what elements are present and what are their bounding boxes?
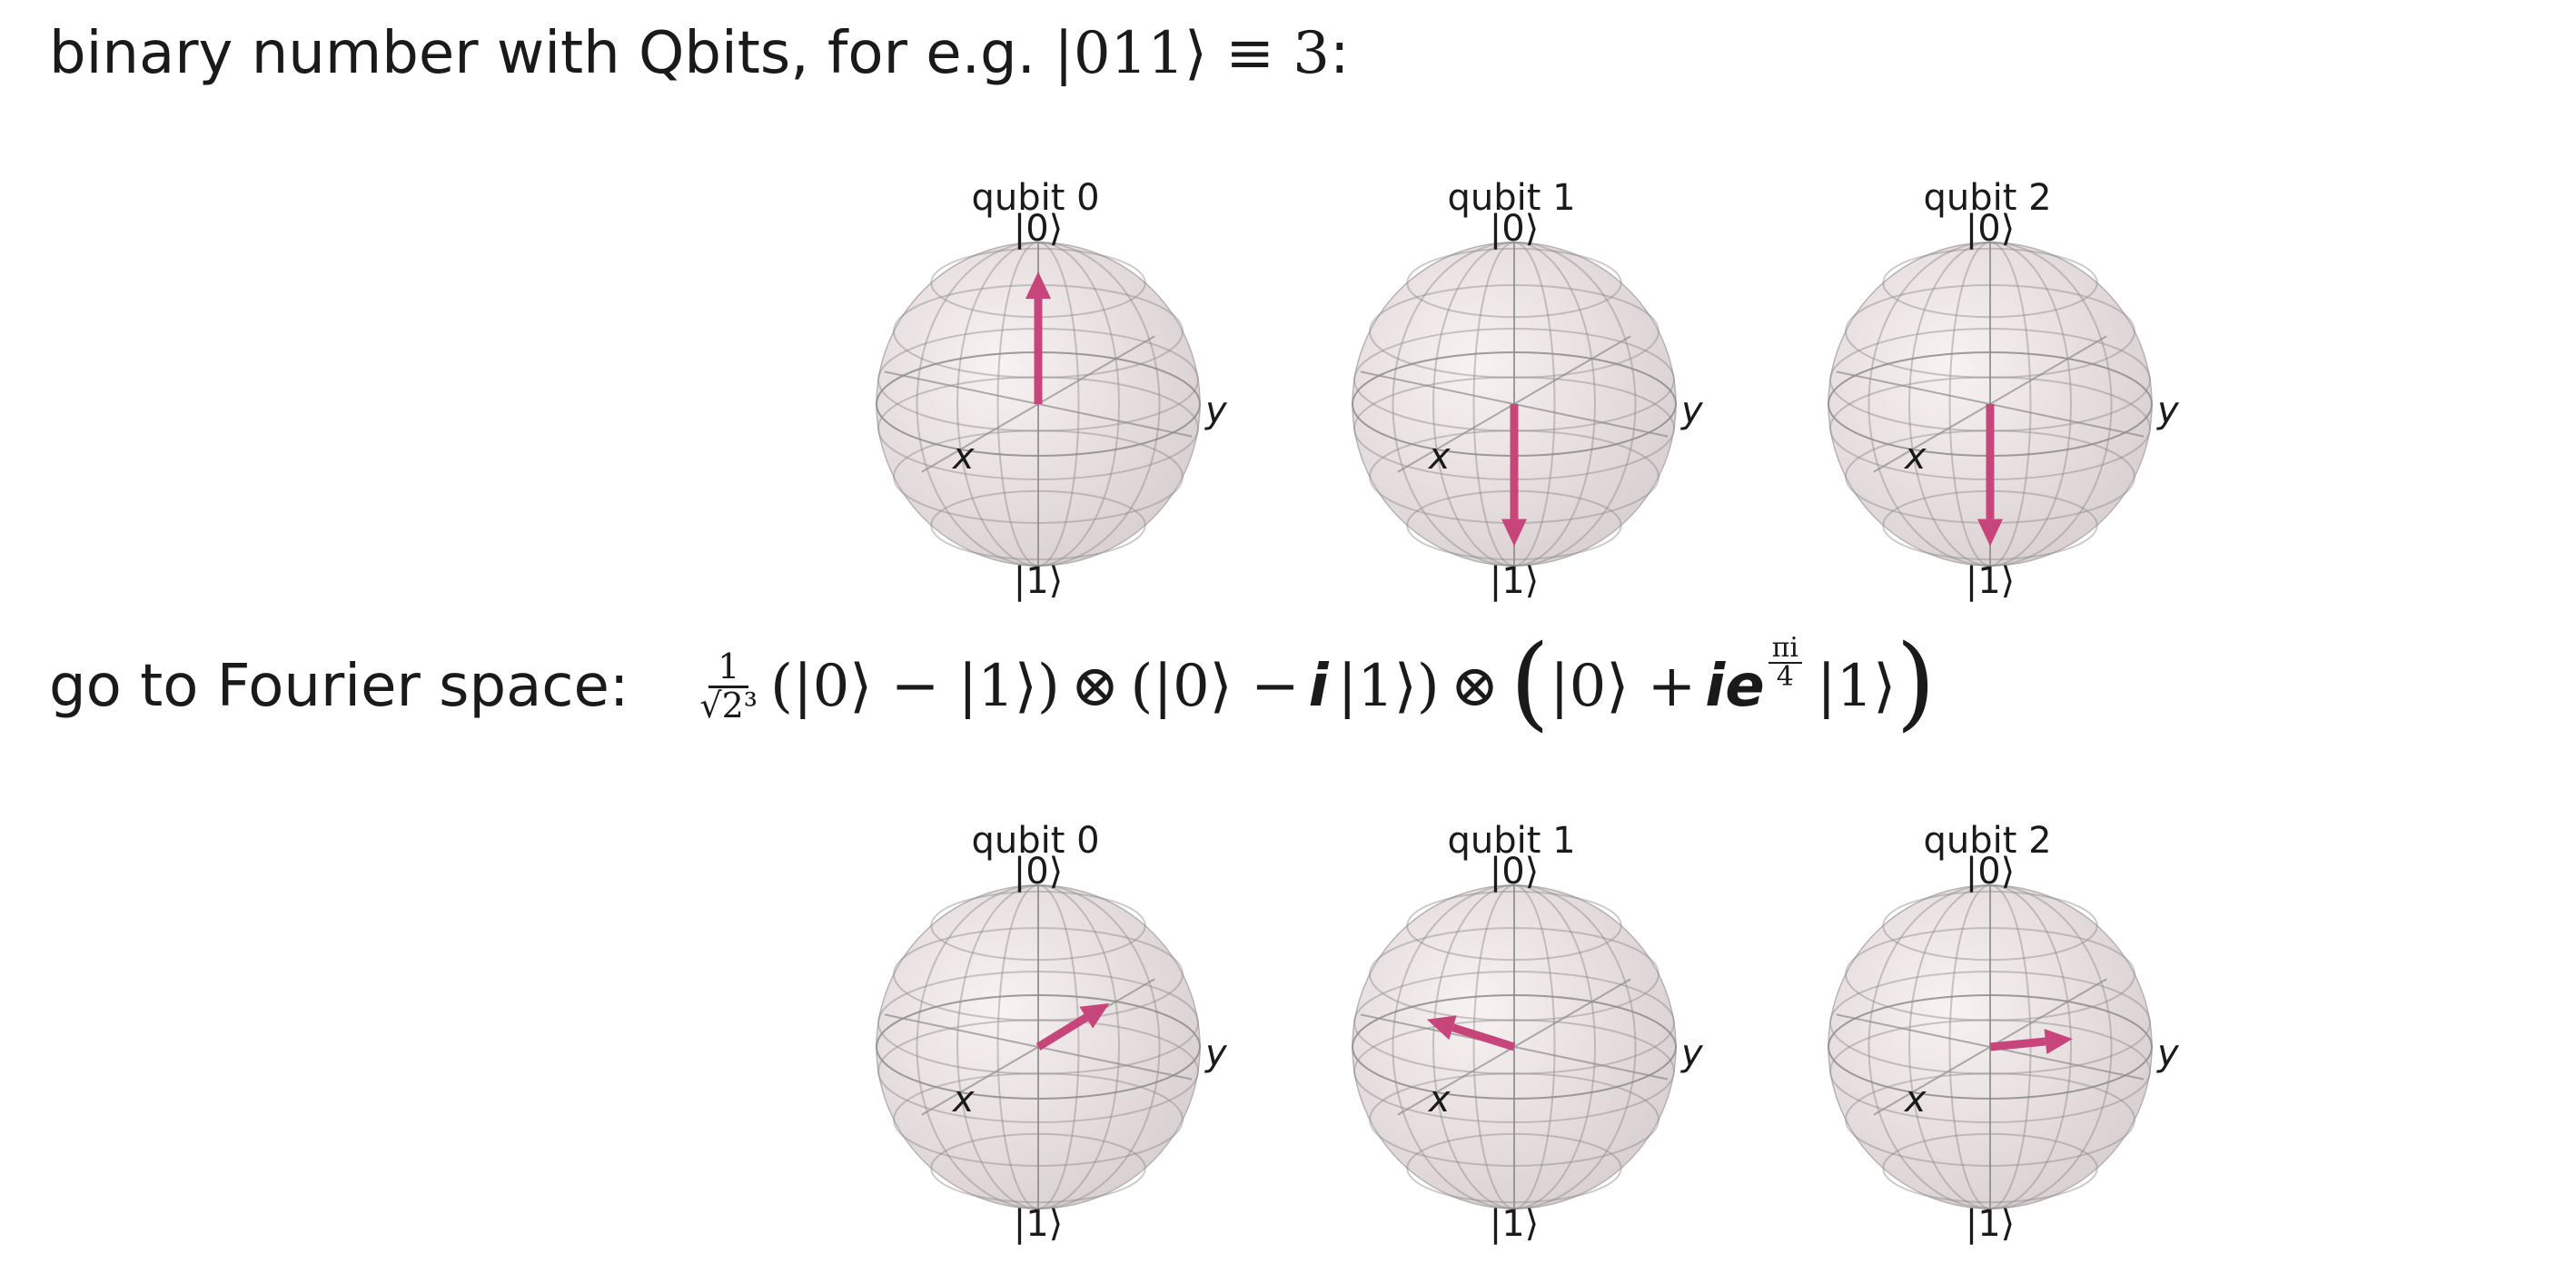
fourier-label: go to Fourier space: [49, 653, 629, 720]
x-axis-label: x [1427, 1079, 1451, 1120]
frac-numerator: 1 [708, 648, 749, 688]
big-paren-open: ( [1510, 624, 1551, 742]
colon: : [1329, 20, 1350, 87]
state-vector-shaft [1451, 1023, 1516, 1051]
fourier-state-bloch-sphere-1: qubit 1|0⟩ |1⟩ x y [1352, 820, 1704, 1245]
state-vector-arrowhead [1025, 271, 1051, 300]
y-axis-label: y [1204, 1032, 1228, 1074]
big-paren-close: ) [1896, 624, 1936, 742]
x-axis-label: x [1903, 1079, 1927, 1120]
state-vector-shaft [1035, 1013, 1089, 1051]
factor-qubit-1-close: |1⟩) [1337, 653, 1440, 720]
intro-text: binary number with Qbits, for e.g. |011⟩… [49, 20, 1350, 87]
state-vector-arrowhead [1426, 1015, 1457, 1041]
qubit-title: qubit 0 [971, 177, 1099, 219]
exponent-denominator: 4 [1776, 661, 1794, 693]
x-axis-label: x [1903, 436, 1927, 478]
y-axis-label: y [2156, 390, 2180, 431]
ket-0-label: |0⟩ [1014, 851, 1064, 893]
state-vector-arrowhead [1079, 1002, 1110, 1029]
x-axis-label: x [1427, 436, 1451, 478]
frac-denominator: √2³ [699, 685, 758, 725]
tensor-symbol-1: ⊗ [1070, 653, 1120, 720]
y-axis-label: y [1680, 1032, 1704, 1074]
qubit-title: qubit 1 [1447, 820, 1575, 862]
tensor-symbol-2: ⊗ [1450, 653, 1500, 720]
basis-state-bloch-sphere-2: qubit 2|0⟩ |1⟩ x y [1828, 177, 2180, 602]
factor-qubit-1-open: (|0⟩ − [1130, 653, 1300, 720]
intro-sentence: binary number with Qbits, for e.g. [49, 20, 1035, 87]
x-axis-label: x [951, 436, 975, 478]
fourier-state-bloch-sphere-2: qubit 2|0⟩ |1⟩ x y [1828, 820, 2180, 1245]
qubit-title: qubit 1 [1447, 177, 1575, 219]
state-vector-arrowhead [1501, 518, 1527, 547]
qubit-title: qubit 2 [1923, 177, 2051, 219]
qubit-title: qubit 0 [971, 820, 1099, 862]
ket-1-label: |1⟩ [1014, 1203, 1064, 1245]
ket-1-label: |1⟩ [1966, 1203, 2016, 1245]
sphere-wireframe [1828, 242, 2153, 567]
exponent-numerator: πi [1768, 635, 1802, 664]
fourier-equation: go to Fourier space: 1 √2³ (|0⟩ − |1⟩) ⊗… [49, 632, 1936, 737]
basis-state-bloch-sphere-1: qubit 1|0⟩ |1⟩ x y [1352, 177, 1704, 602]
factor-qubit-2-a: |0⟩ + [1550, 653, 1697, 720]
y-axis-label: y [1204, 390, 1228, 431]
state-vector-arrowhead [2044, 1029, 2073, 1054]
ket-0-label: |0⟩ [1966, 851, 2016, 893]
y-axis-label: y [1680, 390, 1704, 431]
sphere-wireframe [1352, 884, 1677, 1209]
factor-qubit-2-b: |1⟩ [1816, 653, 1897, 720]
equiv-symbol: ≡ [1225, 20, 1274, 87]
x-axis-label: x [951, 1079, 975, 1120]
normalization-fraction: 1 √2³ [699, 648, 758, 725]
basis-state-bloch-sphere-0: qubit 0|0⟩ |1⟩ x y [876, 177, 1228, 602]
ket-1-label: |1⟩ [1014, 560, 1064, 602]
qubit-title: qubit 2 [1923, 820, 2051, 862]
ket-011: |011⟩ [1054, 20, 1207, 87]
y-axis-label: y [2156, 1032, 2180, 1074]
ket-0-label: |0⟩ [1966, 208, 2016, 250]
ket-0-label: |0⟩ [1014, 208, 1064, 250]
ket-1-label: |1⟩ [1490, 560, 1540, 602]
ket-1-label: |1⟩ [1966, 560, 2016, 602]
ket-0-label: |0⟩ [1490, 208, 1540, 250]
state-vector-shaft [1989, 1037, 2046, 1051]
ket-1-label: |1⟩ [1490, 1203, 1540, 1245]
phase-exponent: πi 4 [1768, 635, 1802, 693]
phase-ie: ie [1705, 653, 1765, 720]
decimal-value: 3 [1293, 20, 1330, 87]
fourier-state-bloch-sphere-0: qubit 0|0⟩ |1⟩ x y [876, 820, 1228, 1245]
state-vector-arrowhead [1977, 518, 2003, 547]
ket-0-label: |0⟩ [1490, 851, 1540, 893]
imaginary-unit: i [1308, 653, 1329, 720]
factor-qubit-0: (|0⟩ − |1⟩) [770, 653, 1060, 720]
